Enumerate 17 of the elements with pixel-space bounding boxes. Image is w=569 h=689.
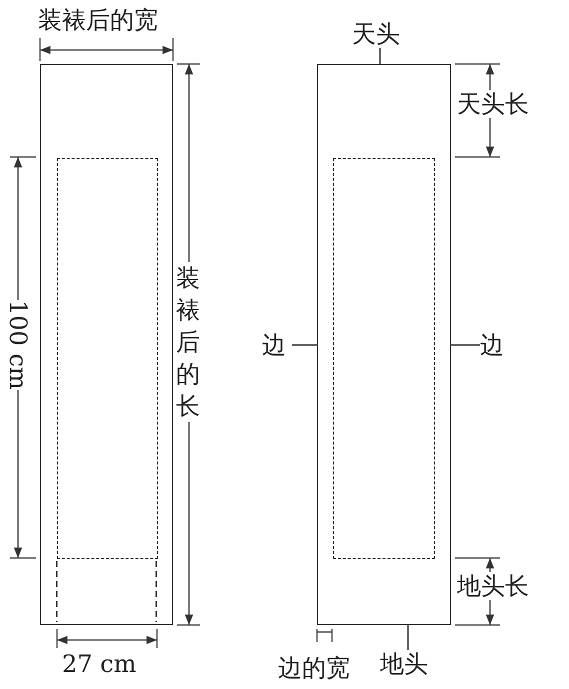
leader-line [379,48,381,64]
part-label: 天头 [352,20,400,48]
leader-line [407,625,409,650]
part-label: 边 [480,331,504,359]
dimension-label: 天头长 [457,90,529,118]
dimension-label: 边的宽 [278,654,350,682]
leader-line [292,344,317,346]
scroll-outline [40,64,173,625]
dimension-label: 装裱后的宽 [38,6,158,34]
part-label: 边 [262,331,286,359]
dimension-label: 地头长 [457,572,529,600]
scroll-outline [317,64,451,625]
leader-line [451,344,480,346]
part-label: 地头 [380,650,428,678]
dimension-label: 装裱后的长 [176,262,202,422]
picture-area-outline [333,158,435,559]
picture-area-outline [57,158,158,559]
